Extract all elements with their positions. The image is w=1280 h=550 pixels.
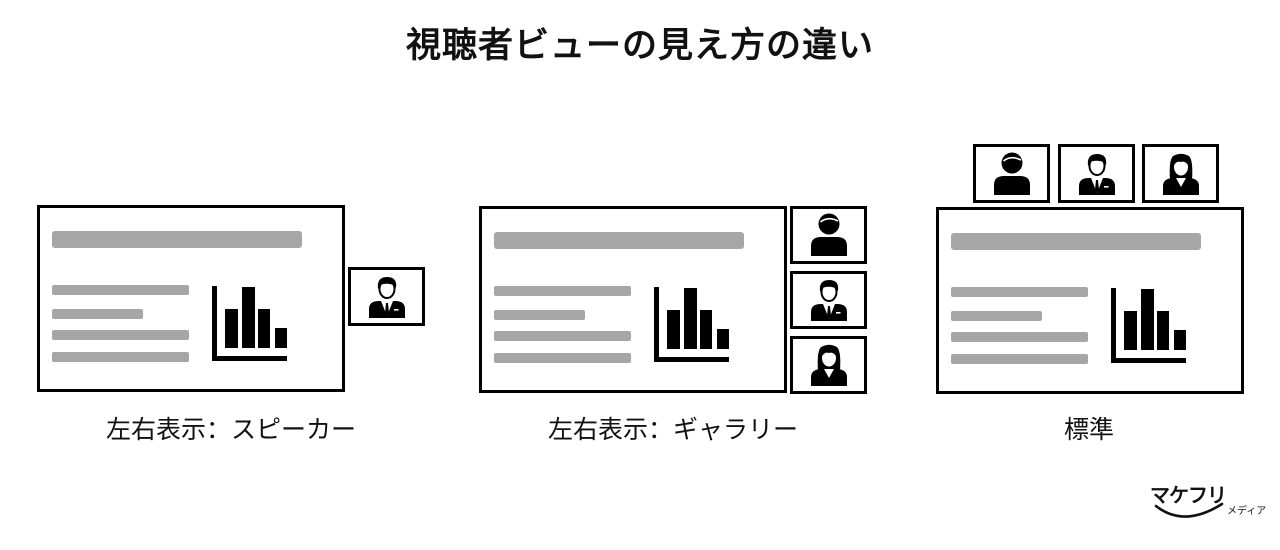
slide-heading-placeholder <box>494 232 744 249</box>
bar-chart-icon <box>1111 288 1186 363</box>
slide-text-line-placeholder <box>494 310 585 320</box>
shared-slide <box>37 205 345 392</box>
participant-video-thumbnail <box>1142 144 1219 203</box>
businessman-icon <box>810 280 847 321</box>
diagram-title: 視聴者ビューの見え方の違い <box>405 26 874 66</box>
shared-slide <box>936 207 1244 394</box>
participant-video-thumbnail <box>790 271 867 329</box>
shared-slide <box>479 206 787 393</box>
participant-video-thumbnail <box>790 336 867 394</box>
person-icon <box>810 213 847 256</box>
businessman-icon <box>368 276 405 318</box>
bar-chart-icon <box>212 286 287 361</box>
slide-text-line-placeholder <box>52 330 189 340</box>
participant-video-thumbnail <box>1058 144 1135 203</box>
slide-chart-graphic <box>1111 288 1187 364</box>
panel-label-gallery: 左右表示：ギャラリー <box>547 415 798 444</box>
participant-video-thumbnail <box>790 206 867 264</box>
slide-heading-placeholder <box>951 233 1201 250</box>
logo-smile-icon <box>1154 502 1224 518</box>
person-icon <box>993 152 1030 195</box>
slide-heading-placeholder <box>52 231 302 248</box>
slide-text-line-placeholder <box>951 332 1088 342</box>
slide-text-line-placeholder <box>951 311 1042 321</box>
slide-text-line-placeholder <box>52 352 189 362</box>
businesswoman-icon <box>810 344 847 386</box>
slide-text-line-placeholder <box>494 353 631 363</box>
slide-text-line-placeholder <box>494 331 631 341</box>
participant-video-thumbnail <box>973 144 1050 203</box>
slide-text-line-placeholder <box>494 286 631 296</box>
logo-subtext: メディア <box>1227 506 1267 517</box>
panel-label-speaker: 左右表示：スピーカー <box>105 415 356 444</box>
slide-text-line-placeholder <box>52 309 143 319</box>
slide-text-line-placeholder <box>52 285 189 295</box>
businesswoman-icon <box>1162 153 1199 195</box>
bar-chart-icon <box>654 287 729 362</box>
slide-chart-graphic <box>654 287 730 363</box>
speaker-video-thumbnail <box>348 267 425 326</box>
slide-text-line-placeholder <box>951 287 1088 297</box>
panel-label-standard: 標準 <box>1063 415 1114 444</box>
slide-text-line-placeholder <box>951 354 1088 364</box>
logo-wordmark: マケフリ <box>1150 483 1227 507</box>
businessman-icon <box>1078 153 1115 195</box>
slide-chart-graphic <box>212 286 288 362</box>
